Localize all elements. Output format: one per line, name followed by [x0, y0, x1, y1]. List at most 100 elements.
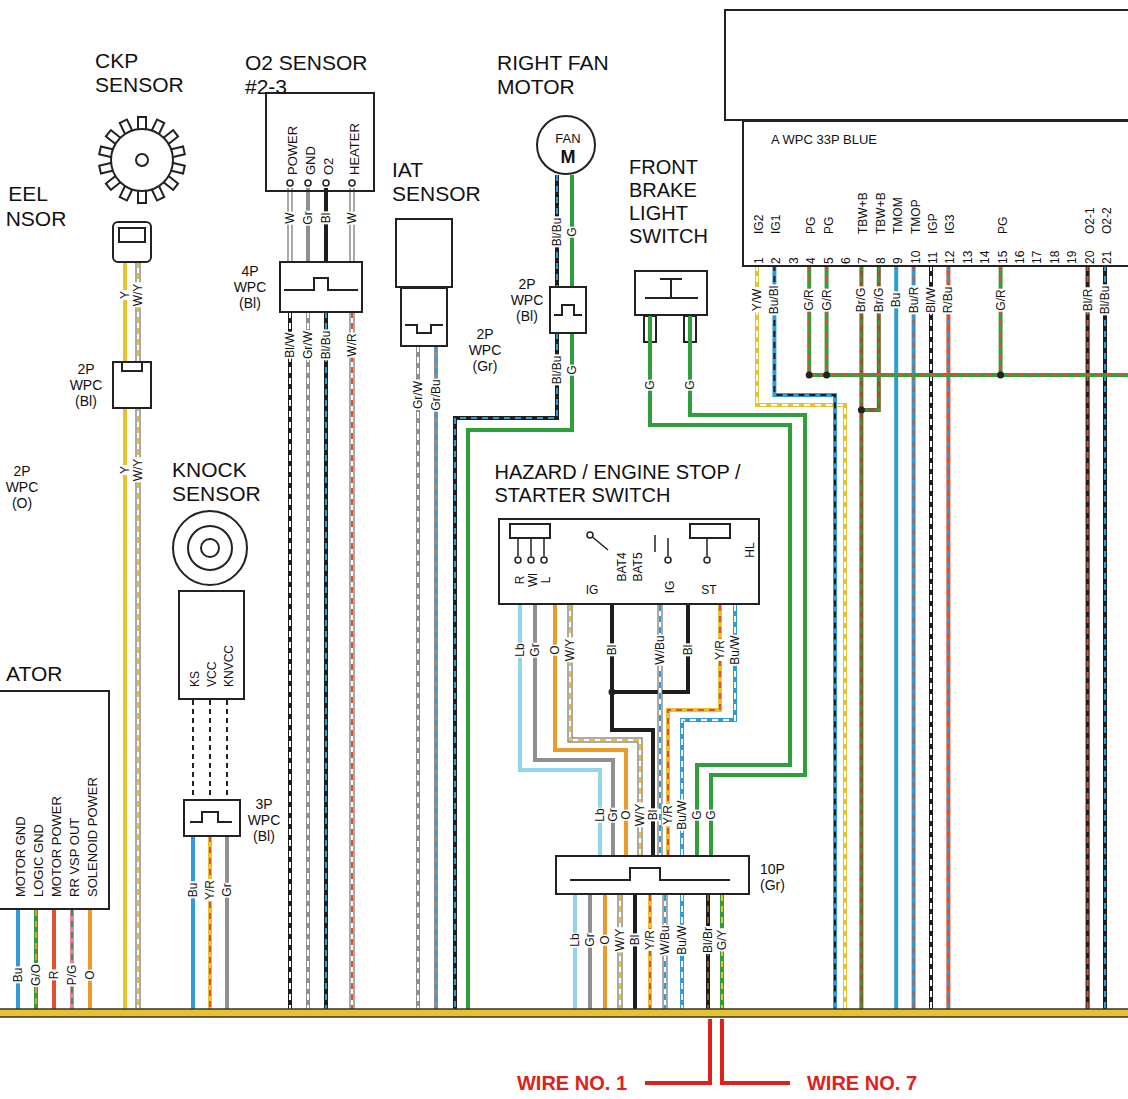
harness-wire: [590, 895, 591, 1009]
pin-terminal: [349, 180, 355, 186]
component-label: O2 SENSOR #2-3: [245, 51, 395, 99]
wire-color-code: W/Y: [132, 458, 144, 483]
pin-name: Wl: [527, 573, 539, 587]
switch-terminal: [587, 532, 593, 538]
ecu-wire: [826, 265, 827, 375]
ckp-window: [119, 228, 145, 242]
callout-line: [722, 1019, 790, 1083]
wire-color-code: Y: [119, 290, 131, 300]
wire-color-code: Bl/Bu: [551, 217, 563, 248]
wire-part: [721, 895, 723, 1009]
pin-name: TMOM: [892, 164, 904, 234]
pin-name: TBW+B: [857, 164, 869, 234]
wire-color-code: W/Y: [634, 803, 646, 828]
switch-terminal: [515, 557, 521, 563]
wire-color-code: Y/R: [662, 804, 674, 826]
o2-wire: [326, 312, 327, 1009]
pin-name: R: [514, 576, 526, 585]
pin-name: 13: [962, 242, 974, 264]
wire-color-code: Bl: [629, 934, 641, 947]
junction-dot: [823, 372, 830, 379]
pin-name: GND: [304, 105, 317, 175]
wire-part: [826, 265, 828, 375]
wire-color-code: Gr: [607, 807, 619, 822]
pin-name: POWER: [286, 105, 299, 175]
knock-wire: [227, 836, 228, 1009]
switch-terminal: [528, 557, 534, 563]
ecu-wire: [1000, 265, 1001, 375]
connector-3p: [184, 800, 240, 836]
wire-part: [350, 188, 355, 262]
pin-name: LOGIC GND: [32, 717, 45, 897]
pin-name: 16: [1014, 242, 1026, 264]
wire-part: [324, 188, 328, 262]
wire-color-code: Bl: [320, 212, 332, 225]
junction-dot: [997, 372, 1004, 379]
component-box: FRONT BRAKE LIGHT SWITCH: [634, 270, 708, 316]
knock-ring: [188, 526, 232, 570]
component-label: ATOR: [6, 662, 66, 686]
wire-part: [435, 346, 437, 1009]
knock-wire: [210, 836, 211, 1009]
regulator-wire: [54, 910, 55, 1009]
wire-part: [809, 374, 1128, 376]
component-label: CKP SENSOR: [95, 49, 207, 97]
pin-name: 7: [857, 242, 869, 264]
wire-color-code: Br/G: [855, 287, 867, 314]
harness-wire: [605, 895, 606, 1009]
wire-part: [225, 836, 229, 1009]
component-box: O2 SENSOR #2-3POWERGNDO2HEATER: [265, 92, 375, 192]
wire-part: [809, 373, 1128, 377]
wire-color-code: Bl/Br: [702, 926, 714, 954]
wire-part: [289, 312, 291, 1009]
switch-wire: [612, 605, 688, 692]
iat-wire: [418, 346, 419, 1009]
wire-color-code: G: [684, 379, 696, 390]
pin-name: IG: [586, 584, 599, 596]
pin-name: MOTOR POWER: [50, 717, 63, 897]
pin-name: 3: [788, 242, 800, 264]
pin-name: 21: [1101, 242, 1113, 264]
wire-part: [682, 605, 735, 855]
pin-name: IGP: [927, 164, 939, 234]
pin-name: TMOP: [910, 164, 922, 234]
wire-color-code: W/Bu: [659, 924, 671, 955]
pin-name: A WPC 33P BLUE: [771, 133, 877, 146]
wire-color-code: Y/R: [644, 929, 656, 951]
switch-terminal: [704, 557, 710, 563]
regulator-wire: [72, 910, 73, 1009]
wire-connector: [668, 605, 720, 855]
wire-color-code: Gr/W: [302, 330, 314, 360]
pin-name: O2: [322, 105, 335, 175]
wire-color-code: W/Y: [614, 928, 626, 953]
component-box: IAT SENSOR: [395, 218, 453, 288]
pin-name: VCC: [206, 627, 218, 687]
wire-color-code: Bu/W: [676, 799, 688, 830]
pin-name: KS: [189, 627, 201, 687]
connector-label: 2P WPC (Bl): [506, 276, 548, 324]
wire-part: [416, 346, 420, 1009]
pin-name: SOLENOID POWER: [86, 717, 99, 897]
wire-part: [34, 910, 38, 1009]
component-label: HAZARD / ENGINE STOP / STARTER SWITCH: [495, 461, 790, 507]
wire-color-code: W/Y: [132, 283, 144, 308]
wire-color-code: Gr: [302, 210, 314, 225]
component-box: 10P (Gr): [555, 855, 750, 895]
connector-label: 2P WPC (Bl): [65, 361, 107, 409]
wire-color-code: R/Bu: [942, 286, 954, 315]
wire-color-code: G/R: [803, 288, 815, 311]
wire-color-code: O: [549, 644, 561, 655]
wire-part: [88, 910, 92, 1009]
connector-notch: [284, 278, 358, 290]
harness-wire: [575, 895, 576, 1009]
pin-name: 1: [753, 242, 765, 264]
wire-color-code: W/Y: [564, 638, 576, 663]
wire-color-code: G/R: [995, 288, 1007, 311]
pin-name: 11: [927, 242, 939, 264]
connector-label: 4P WPC (Bl): [229, 263, 271, 311]
wire-color-code: Gr: [529, 642, 541, 657]
wire-part: [520, 605, 600, 855]
pin-name: 19: [1066, 242, 1078, 264]
pin-name: TBW+B: [875, 164, 887, 234]
